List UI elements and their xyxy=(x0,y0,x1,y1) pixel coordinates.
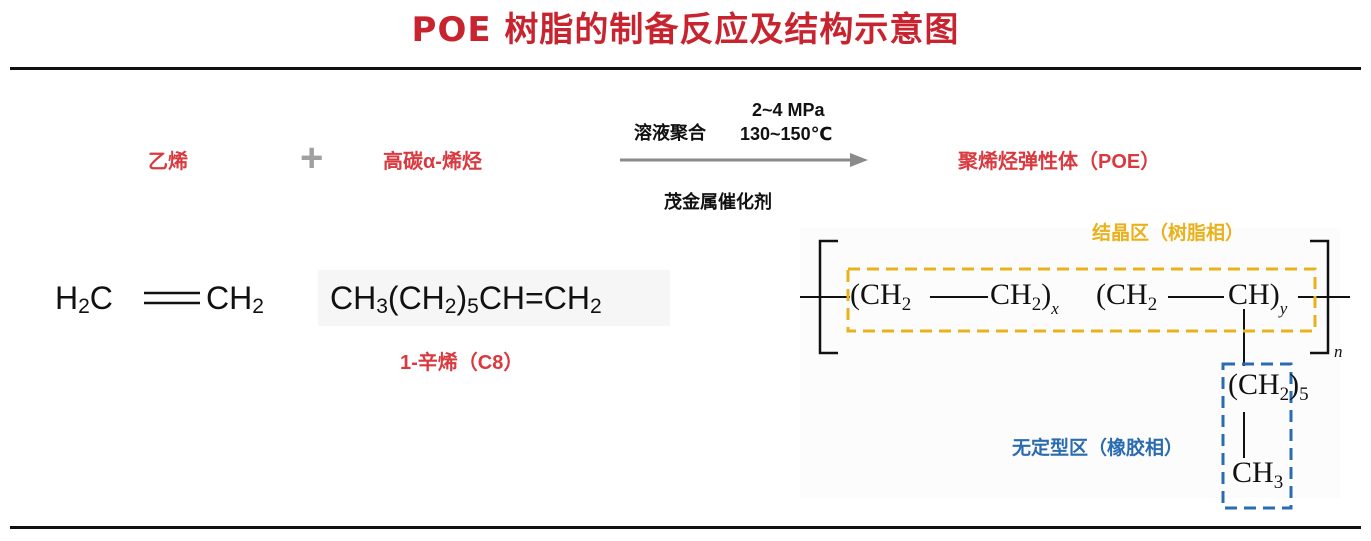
polymer-structure-lines xyxy=(800,239,1350,510)
terminal-methyl: CH3 xyxy=(1232,456,1284,493)
condition-solution-polymerization: 溶液聚合 xyxy=(634,123,706,143)
repeat-unit-y-left: (CH2 xyxy=(1096,278,1158,315)
reaction-arrow xyxy=(620,153,868,167)
crystalline-region-label: 结晶区（树脂相） xyxy=(1092,223,1245,244)
top-divider xyxy=(10,67,1361,70)
ethylene-left-group: H2C xyxy=(55,280,113,318)
product-label: 聚烯烃弹性体（POE） xyxy=(958,151,1161,173)
reactant-alpha-olefin-label: 高碳α-烯烃 xyxy=(383,151,482,173)
amorphous-region-label: 无定型区（橡胶相） xyxy=(1012,438,1184,459)
repeat-unit-x-left: (CH2 xyxy=(850,278,912,315)
repeat-unit-x-right: CH2)x xyxy=(990,278,1059,318)
ethylene-right-group: CH2 xyxy=(206,280,264,318)
catalyst-label: 茂金属催化剂 xyxy=(664,192,772,212)
bottom-divider xyxy=(10,526,1361,529)
page-title: POE 树脂的制备反应及结构示意图 xyxy=(411,10,960,50)
reactant-ethylene-label: 乙烯 xyxy=(148,151,188,173)
condition-temperature: 130~150℃ xyxy=(740,124,833,144)
side-chain-hexyl: (CH2)5 xyxy=(1228,368,1309,405)
octene-formula: CH3(CH2)5CH=CH2 xyxy=(330,280,602,318)
plus-sign: + xyxy=(300,136,324,180)
condition-pressure: 2~4 MPa xyxy=(752,100,825,120)
double-bond xyxy=(144,291,200,305)
repeat-unit-y-right: CH)y xyxy=(1228,278,1288,318)
octene-label: 1-辛烯（C8） xyxy=(400,352,524,374)
degree-of-polymerization-n: n xyxy=(1334,342,1343,361)
octene-formula-background xyxy=(318,270,670,326)
